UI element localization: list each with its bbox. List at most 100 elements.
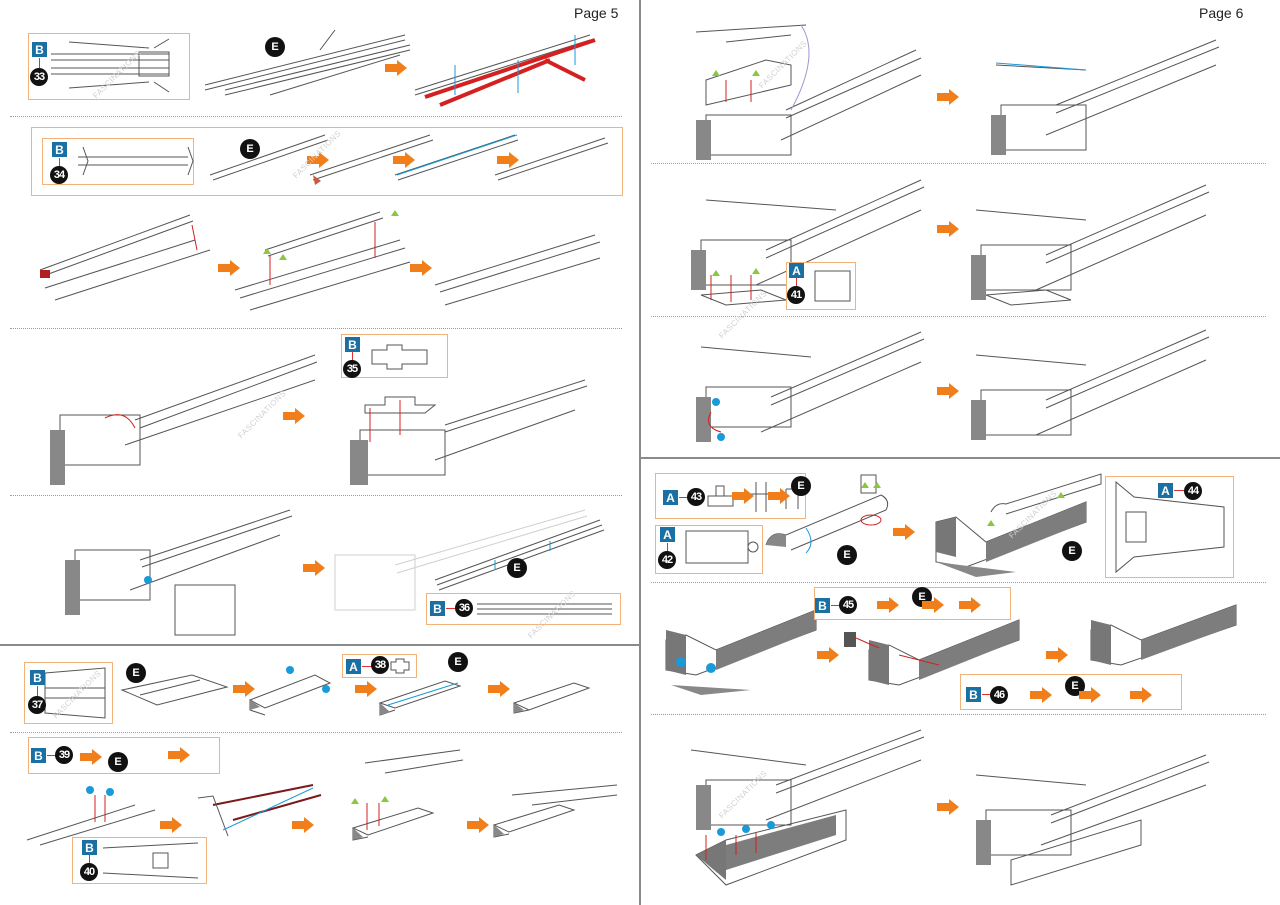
page-6: Page 6: [641, 0, 1280, 905]
step-37-flat: [120, 674, 229, 706]
sheet-badge: B: [52, 142, 67, 157]
step-section-3-assembly: [696, 331, 925, 442]
part-number-badge: 39: [55, 746, 73, 764]
sheet-badge: B: [31, 748, 46, 763]
page-section-divider: [641, 457, 1280, 459]
part-42-outline: [685, 530, 759, 564]
step-34-sequence: [209, 134, 609, 185]
sheet-badge: B: [30, 670, 45, 685]
part-panel-43: [655, 473, 806, 519]
part-number-badge: 33: [30, 68, 48, 86]
part-number-badge: 34: [50, 166, 68, 184]
connector: [667, 543, 668, 553]
section-divider: [10, 495, 622, 496]
connector: [831, 605, 841, 606]
part-44-outline: [1115, 480, 1225, 574]
connector: [89, 855, 90, 865]
section-divider: [10, 328, 622, 329]
sheet-badge: B: [345, 337, 360, 352]
step-37-folded: [248, 666, 332, 716]
step-40-mount: [351, 749, 464, 841]
section-divider: [10, 116, 622, 117]
part-number-badge: 45: [839, 596, 857, 614]
step-43-assembly: [935, 473, 1102, 577]
step-33-diagram: [204, 29, 411, 96]
step-35-assembly: [350, 379, 588, 485]
page-5: Page 5 B 33 E: [0, 5, 640, 884]
step-section-1-assembly: [695, 24, 922, 160]
step-35-base: [50, 354, 318, 485]
sheet-badge: A: [1158, 483, 1173, 498]
page-number: Page 5: [574, 5, 619, 21]
step-36-base: [65, 509, 293, 636]
part-panel-42: [655, 525, 763, 574]
step-38-assembly: [378, 680, 462, 716]
part-36-outline: [477, 603, 612, 615]
part-35-outline: [371, 344, 428, 370]
connector: [352, 352, 353, 362]
step-section-1-result: [991, 39, 1220, 155]
step-42-roll: [765, 474, 889, 554]
sheet-badge: B: [815, 598, 830, 613]
part-number-badge: 40: [80, 863, 98, 881]
sheet-badge: A: [789, 263, 804, 278]
section-divider: [651, 163, 1266, 164]
page-section-divider: [0, 644, 640, 646]
step-39-assembly: [26, 786, 156, 846]
step-41-assembly: [691, 179, 925, 306]
connector: [39, 58, 40, 68]
glue-tab-badge: E: [507, 558, 527, 578]
part-number-badge: 38: [371, 656, 389, 674]
sheet-badge: B: [82, 840, 97, 855]
step-40-result: [492, 784, 618, 838]
glue-tab-badge: E: [126, 663, 146, 683]
connector: [37, 686, 38, 696]
glue-tab-badge: E: [837, 545, 857, 565]
part-37-outline: [44, 667, 106, 719]
part-number-badge: 46: [990, 686, 1008, 704]
glue-tab-badge: E: [265, 37, 285, 57]
step-33-result: [414, 34, 596, 107]
sheet-badge: B: [966, 687, 981, 702]
step-40-assembly: [197, 784, 322, 837]
part-33-outline: [51, 38, 170, 93]
section-divider: [651, 582, 1266, 583]
sheet-badge: A: [346, 659, 361, 674]
connector: [796, 278, 797, 288]
step-45-assembly: [844, 619, 1020, 686]
part-number-badge: 41: [787, 286, 805, 304]
final-assembly-result: [975, 754, 1210, 886]
glue-tab-badge: E: [1062, 541, 1082, 561]
part-number-badge: 44: [1184, 482, 1202, 500]
glue-tab-badge: E: [448, 652, 468, 672]
connector: [982, 694, 992, 695]
step-38-result: [512, 682, 591, 714]
connector: [446, 608, 456, 609]
sheet-badge: B: [430, 601, 445, 616]
glue-tab-badge: E: [108, 752, 128, 772]
part-40-outline: [102, 842, 199, 879]
sheet-badge: A: [663, 490, 678, 505]
step-45-base: [665, 609, 817, 695]
part-38-outline: [390, 658, 410, 674]
connector: [47, 755, 57, 756]
part-41-outline: [814, 270, 851, 302]
connector: [59, 158, 60, 168]
final-assembly: [690, 729, 925, 886]
connector: [679, 497, 689, 498]
connector: [362, 666, 372, 667]
part-number-badge: 37: [28, 696, 46, 714]
connector: [1174, 490, 1184, 491]
page-divider: [639, 0, 641, 905]
part-34-outline: [78, 146, 194, 176]
step-section-3-result: [971, 329, 1210, 440]
glue-tab-badge: E: [240, 139, 260, 159]
section-divider: [651, 316, 1266, 317]
sheet-badge: B: [32, 42, 47, 57]
step-34-assembly: [39, 210, 601, 311]
section-divider: [10, 732, 622, 733]
part-number-badge: 43: [687, 488, 705, 506]
step-41-result: [971, 184, 1210, 306]
page-number: Page 6: [1199, 5, 1244, 21]
step-46-result: [1090, 604, 1237, 666]
